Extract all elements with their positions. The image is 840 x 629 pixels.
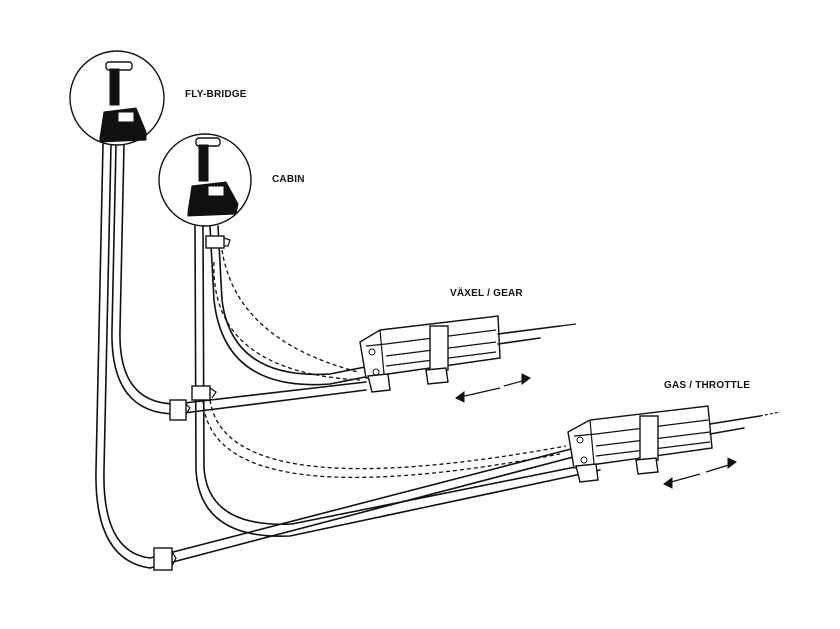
gear-label: VÄXEL / GEAR [450,288,523,299]
alternate-cable-routes [202,249,567,478]
fly-bridge-label: FLY-BRIDGE [185,89,247,100]
gear-actuator-unit [359,315,577,403]
clamp-flybridge-throttle [153,547,177,571]
cable-clamps [153,235,231,571]
cabin-label: CABIN [272,174,305,185]
throttle-label: GAS / THROTTLE [664,380,751,391]
cabin-cables [175,225,601,537]
throttle-actuator-unit [567,405,781,489]
fly-bridge-cables [95,143,601,569]
clamp-cabin-top [205,235,231,249]
fly-bridge-control-lever-icon [99,61,147,143]
clamp-mid [191,385,217,401]
fly-bridge-station [69,50,165,146]
cabin-control-lever-icon [187,137,239,217]
cabin-station [158,133,252,227]
clamp-flybridge-gear [169,399,191,421]
